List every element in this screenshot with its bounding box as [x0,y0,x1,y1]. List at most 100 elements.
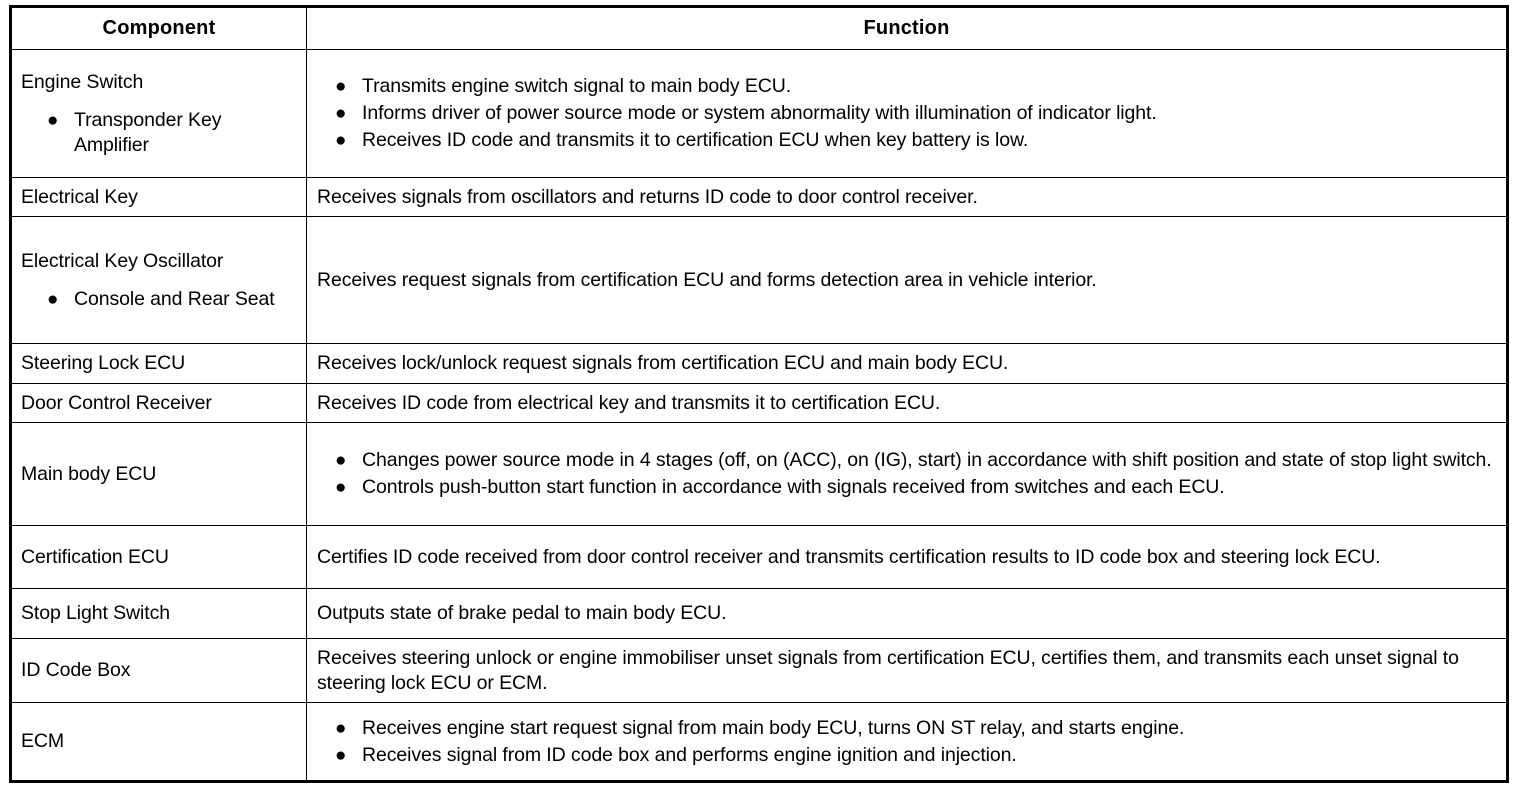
component-cell-content: ECM [12,723,306,760]
component-cell: ECM [10,702,307,782]
bullet-icon: ● [335,744,347,766]
component-name: Electrical Key Oscillator [21,249,224,272]
bullet-icon: ● [47,288,59,310]
function-bullet-text: Controls push-button start function in a… [362,476,1225,498]
bullet-icon: ● [47,109,59,131]
function-text: Receives steering unlock or engine immob… [317,646,1459,694]
function-cell-content: Receives signals from oscillators and re… [307,179,1506,216]
function-cell-content: ● Receives engine start request signal fr… [307,710,1506,774]
bullet-icon: ● [335,450,347,471]
function-bullet-item: ●Transmits engine switch signal to main … [335,74,1496,99]
component-cell: ID Code Box [10,638,307,703]
table-row: Certification ECU Certifies ID code recei… [10,525,1508,589]
table-row: Door Control Receiver Receives ID code fr… [10,383,1508,423]
function-bullet-item: ● Receives signal from ID code box and pe… [335,743,1496,768]
component-bullet-text: Transponder Key Amplifier [74,108,222,156]
component-bullet-text: Console and Rear Seat [74,287,275,310]
component-cell-content: Door Control Receiver [12,385,306,422]
function-cell: Certifies ID code received from door con… [306,525,1508,589]
component-cell: Stop Light Switch [10,588,307,639]
function-cell: Outputs state of brake pedal to main bod… [306,588,1508,639]
function-bullet-text: Receives engine start request signal fro… [362,716,1185,739]
component-name: Stop Light Switch [21,602,170,624]
bullet-icon: ● [335,76,347,97]
function-cell-content: Receives lock/unlock request signals fro… [307,345,1506,382]
component-cell: Door Control Receiver [10,383,307,423]
component-cell-content: Electrical Key [12,179,306,216]
component-cell: Engine Switch ● Transponder Key Amplifier [10,49,307,178]
table-row: Electrical Key Receives signals from osci… [10,177,1508,217]
bullet-icon: ● [335,477,347,498]
function-cell: ● Receives engine start request signal fr… [306,702,1508,782]
component-function-table-container: Component Function Engine Switch ● Transpo… [9,5,1509,783]
function-text: Certifies ID code received from door con… [317,545,1381,568]
component-cell-content: Certification ECU [12,539,306,576]
bullet-icon: ● [335,130,347,151]
function-text: Outputs state of brake pedal to main bod… [317,602,727,624]
function-bullet-item: ● Changes power source mode in 4 stages (… [335,448,1496,473]
function-cell: Receives signals from oscillators and re… [306,177,1508,217]
function-cell-content: Receives ID code from electrical key and… [307,385,1506,422]
function-cell-content: Receives request signals from certificat… [307,262,1506,299]
function-cell: Receives request signals from certificat… [306,216,1508,344]
component-name: ECM [21,730,65,752]
function-bullet-list: ● Changes power source mode in 4 stages (… [335,448,1496,500]
table-row: Electrical Key Oscillator ● Console and Re… [10,216,1508,344]
component-bullet-item: ● Console and Rear Seat [47,287,298,312]
component-cell: Certification ECU [10,525,307,589]
component-cell: Main body ECU [10,422,307,526]
table-row: ECM ● Receives engine start request signal… [10,702,1508,782]
function-cell: Receives lock/unlock request signals fro… [306,343,1508,384]
component-cell: Electrical Key [10,177,307,217]
component-cell-content: Steering Lock ECU [12,345,306,382]
component-name: Door Control Receiver [21,391,212,414]
table-row: Steering Lock ECU Receives lock/unlock re… [10,343,1508,384]
component-name: Electrical Key [21,185,138,208]
table-row: Main body ECU ● Changes power source mode … [10,422,1508,526]
component-name: Main body ECU [21,462,157,485]
table-head: Component Function [10,6,1508,50]
table-header-row: Component Function [10,6,1508,50]
function-cell: Receives ID code from electrical key and… [306,383,1508,423]
component-name: Steering Lock ECU [21,352,186,374]
function-bullet-list: ●Transmits engine switch signal to main … [335,74,1496,153]
component-cell-content: Main body ECU [12,456,306,493]
table-row: Engine Switch●Transponder Key Amplifier●… [10,49,1508,178]
function-text: Receives lock/unlock request signals fro… [317,352,1009,374]
function-cell-content: ●Transmits engine switch signal to main … [307,68,1506,159]
component-name: Engine Switch [21,70,144,93]
component-cell-content: ID Code Box [12,652,306,689]
function-cell-content: Certifies ID code received from door con… [307,539,1506,576]
bullet-icon: ● [335,103,347,124]
component-cell: Electrical Key Oscillator ● Console and Re… [10,216,307,344]
component-name: ID Code Box [21,659,131,681]
function-cell-content: Receives steering unlock or engine immob… [307,640,1506,702]
bullet-icon: ● [335,717,347,739]
function-bullet-item: ● Receives engine start request signal fr… [335,716,1496,741]
function-bullet-item: ● Informs driver of power source mode or … [335,101,1496,126]
table-row: Stop Light Switch Outputs state of brake … [10,588,1508,639]
function-text: Receives request signals from certificat… [317,268,1097,291]
component-cell-content: Engine Switch ● Transponder Key Amplifier [12,64,306,164]
function-cell-content: Outputs state of brake pedal to main bod… [307,595,1506,632]
component-cell-content: Stop Light Switch [12,595,306,632]
table-body: Engine Switch●Transponder Key Amplifier●… [10,49,1508,782]
function-bullet-text: Receives signal from ID code box and per… [362,743,1017,766]
column-header-function: Function [306,6,1508,50]
function-text: Receives signals from oscillators and re… [317,185,978,208]
component-name: Certification ECU [21,545,169,568]
function-cell-content: ● Changes power source mode in 4 stages (… [307,442,1506,506]
function-bullet-text: Changes power source mode in 4 stages (o… [362,449,1492,471]
function-bullet-text: Informs driver of power source mode or s… [362,102,1157,124]
function-cell: ●Transmits engine switch signal to main … [306,49,1508,178]
component-bullet-list: ● Transponder Key Amplifier [47,108,298,158]
function-text: Receives ID code from electrical key and… [317,391,941,414]
column-header-component: Component [10,6,307,50]
component-function-table: Component Function Engine Switch ● Transpo… [9,5,1509,783]
function-cell: Receives steering unlock or engine immob… [306,638,1508,703]
table-row: ID Code Box Receives steering unlock or e… [10,638,1508,703]
function-bullet-list: ● Receives engine start request signal fr… [335,716,1496,768]
function-bullet-item: ● Controls push-button start function in … [335,475,1496,500]
component-bullet-list: ● Console and Rear Seat [47,287,298,312]
component-cell-content: Electrical Key Oscillator ● Console and Re… [12,243,306,318]
